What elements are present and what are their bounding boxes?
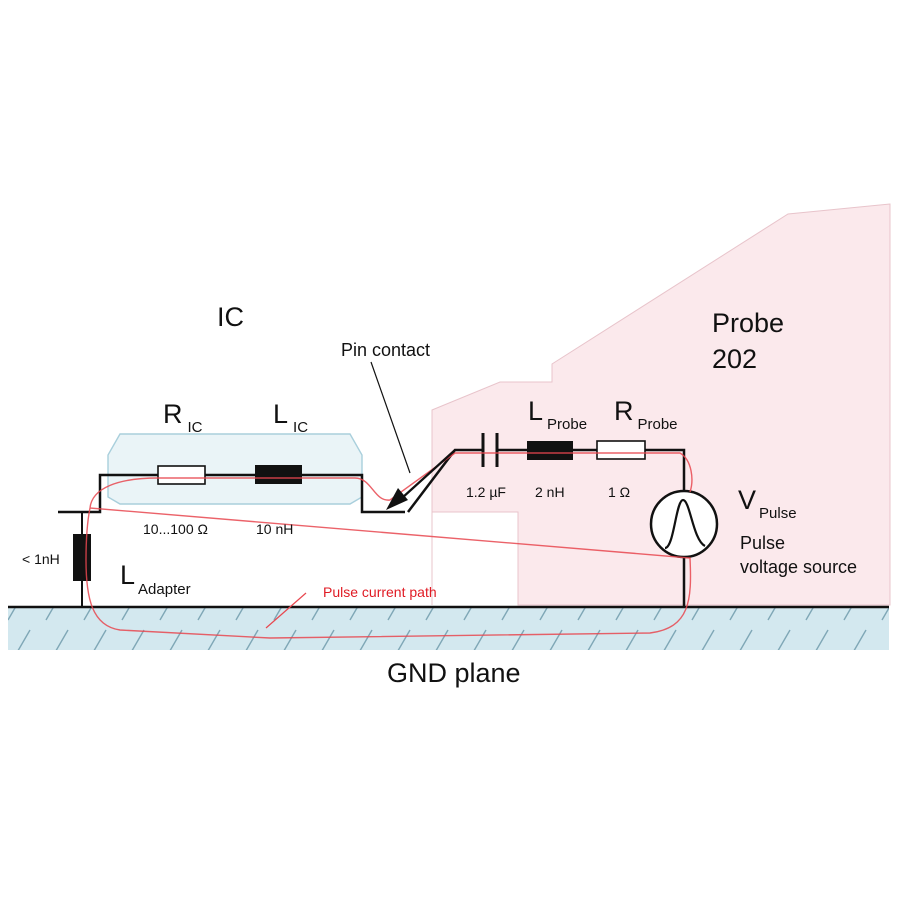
ic-package xyxy=(107,433,363,505)
pin-contact-label: Pin contact xyxy=(341,340,430,360)
ic-wire xyxy=(58,473,405,514)
r-probe-value: 1 Ω xyxy=(608,484,630,500)
pin-contact-leader xyxy=(370,361,411,474)
probe-body xyxy=(431,203,891,606)
gnd-plane-label: GND plane xyxy=(387,658,521,688)
l-ic-inductor xyxy=(255,465,302,484)
r-ic-resistor xyxy=(157,465,206,485)
pulse-path-leader xyxy=(265,592,307,629)
adapter-inductor xyxy=(73,534,91,581)
pulse-current-path-label: Pulse current path xyxy=(323,584,437,600)
r-ic-value: 10...100 Ω xyxy=(143,521,208,537)
pulse-waveform-icon xyxy=(664,498,706,550)
pulse-current-path xyxy=(85,452,693,639)
l-probe-value: 2 nH xyxy=(535,484,565,500)
probe-label-line1: Probe xyxy=(712,308,784,338)
l-ic-value: 10 nH xyxy=(256,521,293,537)
pulse-source-label-line1: Pulse xyxy=(740,533,785,553)
probe-label-line2: 202 xyxy=(712,344,757,374)
pulse-source-label-line2: voltage source xyxy=(740,557,857,577)
pin-contact-arrow-head xyxy=(386,488,408,510)
pin-contact-arrow-shaft xyxy=(401,449,456,499)
capacitor-value: 1.2 µF xyxy=(466,484,506,500)
gnd-plane-hatching xyxy=(8,607,889,650)
ic-label: IC xyxy=(217,302,244,332)
r-probe-resistor xyxy=(596,440,646,460)
l-probe-inductor xyxy=(527,441,573,460)
adapter-inductance-value: < 1nH xyxy=(22,551,60,567)
